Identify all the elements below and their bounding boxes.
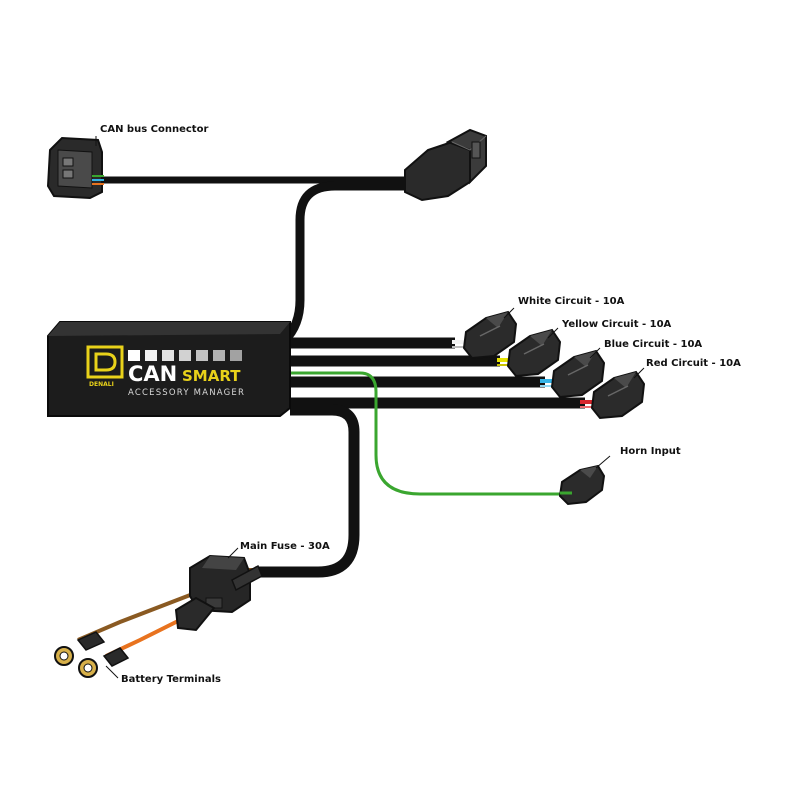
indicator-light — [196, 350, 208, 361]
main-trunk-cable — [280, 181, 417, 345]
fuse-leader — [227, 547, 239, 559]
yellow-circuit-connector — [497, 328, 562, 378]
brand-smart-text: SMART — [182, 367, 241, 385]
indicator-light — [162, 350, 174, 361]
brand-can-text: CAN — [128, 362, 177, 386]
red-circuit-leader — [633, 367, 645, 379]
horn-input-connector — [558, 464, 606, 506]
label-red-circuit: Red Circuit - 10A — [646, 358, 741, 369]
blue-circuit-leader — [589, 347, 601, 359]
indicator-light — [128, 350, 140, 361]
label-main-fuse: Main Fuse - 30A — [240, 541, 330, 552]
battery-leader — [105, 665, 119, 679]
fuse-cable — [255, 404, 360, 578]
indicator-light — [145, 350, 157, 361]
label-can-bus: CAN bus Connector — [100, 124, 208, 135]
indicator-light — [213, 350, 225, 361]
label-battery-terminals: Battery Terminals — [121, 674, 221, 685]
indicator-light — [179, 350, 191, 361]
horn-input-wire — [290, 371, 565, 496]
battery-terminal-orange — [78, 647, 130, 678]
indicator-lights — [128, 350, 242, 361]
cansmart-module: DENALI CAN SMART ACCESSORY MANAGER — [47, 321, 291, 417]
yellow-circuit-leader — [547, 327, 559, 339]
can-bus-connector — [46, 136, 104, 200]
blue-circuit-connector — [540, 349, 606, 399]
can-junction-connector — [404, 128, 487, 202]
label-horn-input: Horn Input — [620, 446, 681, 457]
denali-logo: DENALI — [86, 345, 124, 388]
white-circuit-connector — [452, 310, 518, 360]
red-circuit-connector — [580, 370, 646, 420]
brand-subtitle: ACCESSORY MANAGER — [128, 388, 245, 398]
horn-leader — [595, 455, 611, 469]
battery-terminal-brown — [54, 631, 106, 666]
main-fuse-holder — [174, 554, 263, 632]
label-blue-circuit: Blue Circuit - 10A — [604, 339, 702, 350]
white-circuit-leader — [503, 307, 515, 319]
label-yellow-circuit: Yellow Circuit - 10A — [561, 319, 672, 330]
label-white-circuit: White Circuit - 10A — [518, 296, 625, 307]
indicator-light — [230, 350, 242, 361]
logo-word: DENALI — [89, 381, 114, 388]
